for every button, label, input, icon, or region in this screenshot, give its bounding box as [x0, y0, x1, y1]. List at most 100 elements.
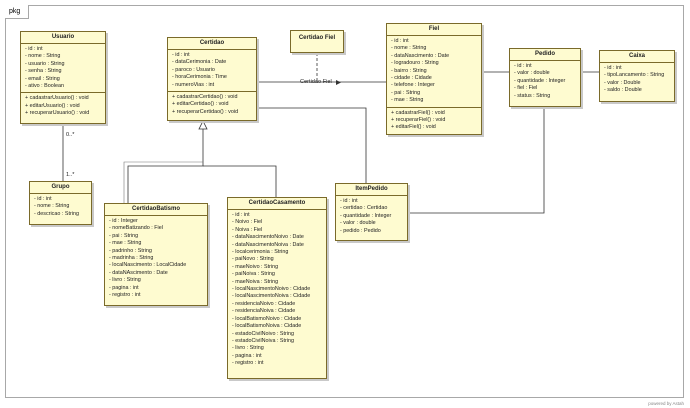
attributes-section: - id : int - nome : String - descricao :…: [30, 194, 91, 220]
attribute: - nome : String: [391, 45, 427, 52]
attribute: - pagina : int: [109, 284, 139, 291]
attribute: - dataNascimento : Date: [391, 52, 450, 59]
attribute: - localBatismoNoiva : Cidade: [232, 323, 302, 330]
attribute: - mae : String: [391, 97, 424, 104]
association-label: Certidao Fiel: [300, 79, 332, 85]
attribute: - Noiva : Fiel: [232, 226, 263, 233]
package-tab: pkg: [5, 5, 30, 19]
attribute: - Noivo : Fiel: [232, 219, 263, 226]
operation: + recuperarFiel() : void: [391, 117, 446, 124]
attribute: - id : int: [172, 52, 190, 58]
attribute: - estadoCivilNoivo : String: [232, 330, 295, 337]
class-certidao-fiel[interactable]: Certidao Fiel: [290, 30, 344, 53]
attribute: - registro : int: [232, 360, 264, 367]
attribute: - paiNoiva : String: [232, 271, 275, 278]
attribute: - localBatismoNoivo : Cidade: [232, 315, 302, 322]
attribute: - fiel : Fiel: [514, 85, 538, 92]
attribute: - certidao : Certidao: [340, 205, 388, 212]
class-certidao-batismo[interactable]: CertidaoBatismo - id : Integer - nomeBat…: [104, 203, 208, 306]
class-title: Grupo: [30, 182, 91, 194]
attribute: - madrinha : String: [109, 255, 154, 262]
class-certidao[interactable]: Certidao - id : int - dataCerimonia : Da…: [167, 37, 257, 121]
class-certidao-casamento[interactable]: CertidaoCasamento - id : int - Noivo : F…: [227, 197, 327, 379]
attribute: - estadoCivilNoiva : String: [232, 337, 295, 344]
attribute: - id : int: [604, 65, 622, 71]
attribute: - valor : Double: [604, 79, 641, 86]
class-title: Usuario: [21, 32, 105, 44]
class-fiel[interactable]: Fiel - id : int - nome : String - dataNa…: [386, 23, 482, 135]
attributes-section: - id : Integer - nomeBatizando : Fiel - …: [105, 216, 207, 301]
attribute: - localNascimentoNoiva : Cidade: [232, 293, 311, 300]
attribute: - valor : double: [340, 220, 376, 227]
attribute: - saldo : Double: [604, 87, 642, 94]
footer-credit: powered by Astah: [648, 401, 684, 406]
itempedido-pedido-association: [408, 107, 545, 214]
attribute: - tipoLancamento : String: [604, 72, 665, 79]
attribute: - nome : String: [34, 203, 70, 210]
attribute: - paroco : Usuario: [172, 66, 215, 73]
generalization-arrowhead: [198, 120, 208, 130]
attribute: - localcerimonia : String: [232, 249, 289, 256]
attribute: - pagina : int: [232, 352, 262, 359]
attribute: - registro : int: [109, 292, 141, 299]
batismo-generalization-shadow: [123, 161, 203, 203]
attribute: - id : int: [514, 63, 532, 69]
attribute: - id : int: [34, 196, 52, 202]
multiplicity-label: 0..*: [66, 132, 75, 138]
package-frame: [5, 5, 684, 398]
attribute: - valor : double: [514, 70, 550, 77]
attribute: - livro : String: [109, 277, 141, 284]
attribute: - quantidade : Integer: [514, 77, 566, 84]
attribute: - id : Integer: [109, 218, 138, 224]
attributes-section: - id : int - certidao : Certidao - quant…: [336, 196, 407, 237]
class-title: CertidaoCasamento: [228, 198, 326, 210]
attribute: - pai : String: [391, 89, 421, 96]
attributes-section: - id : int - nome : String - dataNascime…: [387, 36, 481, 107]
attribute: - livro : String: [232, 345, 264, 352]
casamento-generalization: [203, 165, 277, 197]
multiplicity-label: 1..*: [66, 172, 75, 178]
attribute: - localNascimentoNoivo : Cidade: [232, 286, 311, 293]
batismo-generalization: [127, 121, 204, 203]
attribute: - logradouro : String: [391, 60, 439, 67]
attribute: - dataCerimonia : Date: [172, 59, 227, 66]
attribute: - paiNovo : String: [232, 256, 274, 263]
attributes-section: - id : int - nome : String - usuario : S…: [21, 44, 105, 92]
attribute: - nomeBatizando : Fiel: [109, 225, 163, 232]
operation: + cadastrarFiel() : void: [391, 109, 445, 116]
class-pedido[interactable]: Pedido - id : int - valor : double - qua…: [509, 48, 581, 107]
operations-section: + cadastrarCertidao() : void + editarCer…: [168, 91, 256, 118]
attribute: - ativo : Boolean: [25, 83, 64, 90]
class-title: ItemPedido: [336, 184, 407, 196]
operation: + editarFiel() : void: [391, 124, 436, 131]
class-caixa[interactable]: Caixa - id : int - tipoLancamento : Stri…: [599, 50, 675, 102]
attribute: - dataNAscimento : Date: [109, 269, 168, 276]
attribute: - id : int: [25, 46, 43, 52]
class-item-pedido[interactable]: ItemPedido - id : int - certidao : Certi…: [335, 183, 408, 241]
attribute: - telefone : Integer: [391, 82, 435, 89]
attribute: - pedido : Pedido: [340, 227, 381, 234]
attribute: - email : String: [25, 75, 60, 82]
attribute: - quantidade : Integer: [340, 212, 392, 219]
attribute: - padrinho : String: [109, 247, 152, 254]
class-title: Certidao: [168, 38, 256, 50]
attribute: - pai : String: [109, 232, 139, 239]
operation: + cadastrarCertidao() : void: [172, 94, 238, 101]
attribute: - maeNoiva : String: [232, 278, 279, 285]
attribute: - horaCerimonia : Time: [172, 74, 227, 81]
operations-section: + cadastrarUsuario() : void + editarUsua…: [21, 92, 105, 119]
class-usuario[interactable]: Usuario - id : int - nome : String - usu…: [20, 31, 106, 124]
class-title: Certidao Fiel: [298, 35, 336, 41]
class-title: Pedido: [510, 49, 580, 61]
attribute: - numeroVias : int: [172, 81, 215, 88]
attributes-section: - id : int - Noivo : Fiel - Noiva : Fiel…: [228, 210, 326, 370]
operation: + cadastrarUsuario() : void: [25, 95, 89, 102]
attribute: - mae : String: [109, 240, 142, 247]
class-grupo[interactable]: Grupo - id : int - nome : String - descr…: [29, 181, 92, 225]
class-title: Fiel: [387, 24, 481, 36]
class-title: Caixa: [600, 51, 674, 63]
operation: + recuperarUsuario() : void: [25, 110, 90, 117]
attribute: - dataNascimentoNoivo : Date: [232, 234, 304, 241]
attribute: - usuario : String: [25, 60, 65, 67]
attribute: - cidade : Cidade: [391, 75, 432, 82]
